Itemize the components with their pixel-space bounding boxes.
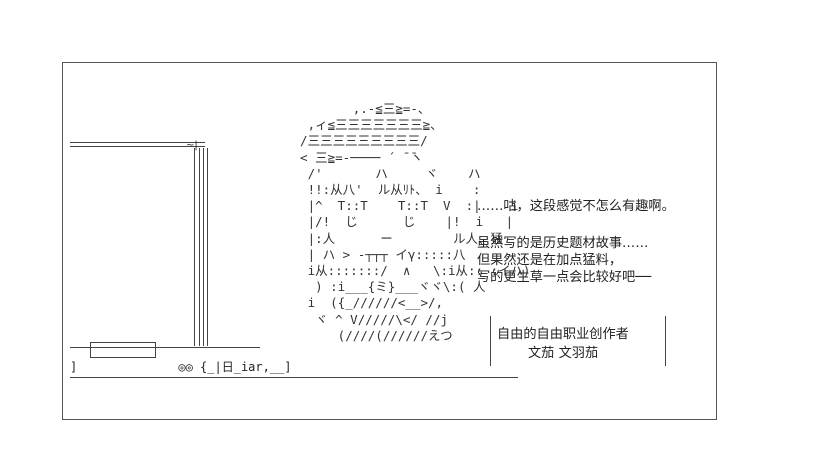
character-figure: ,.-≦三≧=-、 ,ィ≦三三三三三三三≧、 /三三三三三三三三三/ < 三≧=… [285,101,530,344]
figure-line: |^ T::T T::T V :| i [285,198,519,214]
floor-line [70,377,518,378]
figure-line: !!:从八' ル从ﾘﾄ、 i : [285,182,481,198]
figure-line: ) :i___{ミ}___ヾヾ\:( 人 [285,279,486,295]
beam-top [70,142,205,147]
shelf-box [90,342,156,358]
figure-line: |/! じ じ |! i | [285,214,514,230]
bottom-left-art: ] ◎◎ {_|日_iar,__] [70,360,292,374]
figure-line: i ({_//////<__>/, [285,295,444,311]
ledge-line [70,347,260,348]
dialog-line-2: 虽然写的是历史题材故事…… [477,236,649,251]
dialog-line-1: ……咕，这段感觉不怎么有趣啊。 [477,199,675,214]
wall-pillar [194,148,208,346]
figure-line: < 三≧=-──── ´ ̄ ̄ヽ [285,149,423,165]
dialog-line-3: 但果然还是在加点猛料， [477,253,623,268]
credit-author: 文茄 文羽茄 [528,346,599,361]
figure-line: | ハ > -┬┬┬ イγ:::::八 [285,246,466,262]
figure-line: ヾ ^ V/////\</ //j [285,311,449,327]
outer-frame [62,62,717,420]
figure-line: i从:::::::/ ∧ \:i从:: :イハ) [285,263,531,279]
figure-line: /三三三三三三三三三/ [285,133,428,149]
beam-corner: ~| [186,140,198,151]
figure-line: |:人 ー ル人、猛 [285,230,503,246]
credit-box [490,316,666,366]
figure-line: /' ハ ヾ ハ [285,165,481,181]
credit-title: 自由的自由职业创作者 [497,327,629,342]
figure-line: (////(//////えつ [285,327,453,343]
dialog-line-4: 写的更生草一点会比较好吧── [477,270,652,285]
figure-line: ,ィ≦三三三三三三三≧、 [285,117,443,133]
figure-line: ,.-≦三≧=-、 [285,101,431,116]
